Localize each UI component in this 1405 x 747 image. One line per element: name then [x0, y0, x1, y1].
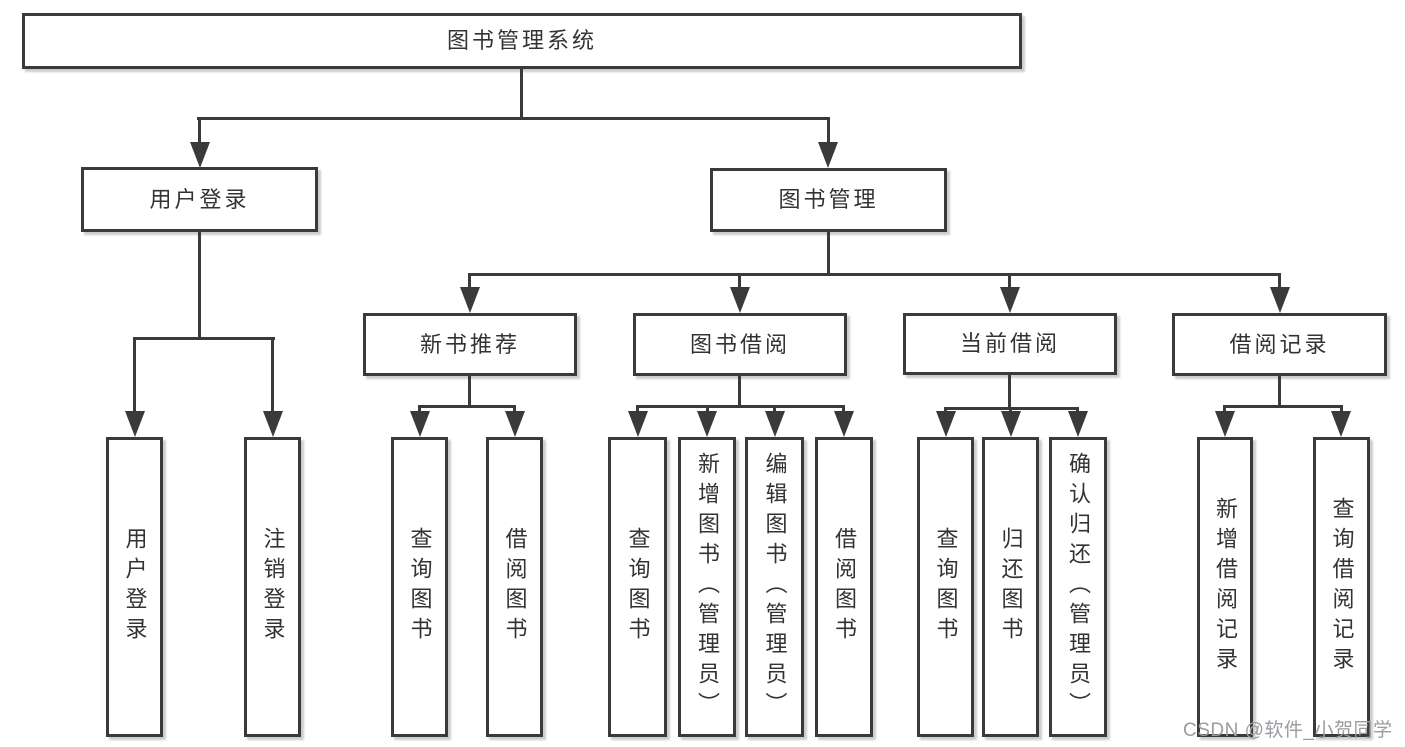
node-add-borrow-record: 新增借阅记录 — [1197, 437, 1253, 737]
arrow-down-icon — [410, 411, 430, 437]
connector-line — [842, 405, 845, 413]
connector-line — [1076, 407, 1079, 413]
connector-line — [1008, 375, 1011, 409]
arrow-down-icon — [730, 287, 750, 313]
arrow-down-icon — [1068, 411, 1088, 437]
connector-line — [1278, 273, 1281, 289]
connector-line — [418, 405, 516, 408]
arrow-down-icon — [834, 411, 854, 437]
node-user-login: 用户登录 — [81, 167, 318, 232]
connector-line — [773, 405, 776, 413]
connector-line — [636, 405, 639, 413]
node-current-borrowing: 当前借阅 — [903, 313, 1117, 375]
node-borrow-books: 借阅图书 — [815, 437, 873, 737]
arrow-down-icon — [460, 287, 480, 313]
node-label: 借阅图书 — [832, 527, 857, 647]
node-label: 借阅记录 — [1229, 331, 1330, 357]
connector-line — [944, 407, 947, 413]
node-label: 新增借阅记录 — [1213, 497, 1238, 677]
connector-line — [468, 376, 471, 407]
node-query-books-current: 查询图书 — [917, 437, 974, 737]
node-label: 用户登录 — [149, 186, 250, 212]
arrow-down-icon — [1000, 287, 1020, 313]
node-query-borrow-record: 查询借阅记录 — [1313, 437, 1370, 737]
node-label: 当前借阅 — [959, 331, 1060, 356]
connector-line — [827, 232, 830, 275]
node-return-books: 归还图书 — [982, 437, 1039, 737]
connector-line — [1009, 407, 1012, 413]
node-label: 查询图书 — [933, 527, 959, 647]
connector-line — [636, 405, 845, 408]
connector-line — [197, 117, 829, 120]
arrow-down-icon — [263, 411, 283, 437]
connector-line — [738, 376, 741, 407]
node-query-books-recommend: 查询图书 — [391, 437, 448, 737]
connector-line — [827, 117, 830, 145]
node-label: 确认归还（管理员） — [1066, 452, 1091, 722]
node-label: 新增图书（管理员） — [695, 452, 720, 722]
node-label: 图书管理 — [778, 187, 879, 212]
arrow-down-icon — [765, 411, 785, 437]
arrow-down-icon — [1331, 411, 1351, 437]
arrow-down-icon — [818, 142, 838, 168]
connector-line — [1340, 405, 1343, 413]
node-logout: 注销登录 — [244, 437, 301, 737]
arrow-down-icon — [125, 411, 145, 437]
arrow-down-icon — [628, 411, 648, 437]
node-label: 查询图书 — [625, 527, 651, 647]
node-library-system: 图书管理系统 — [22, 13, 1022, 69]
arrow-down-icon — [190, 142, 210, 168]
connector-line — [198, 232, 201, 339]
node-borrowing-records: 借阅记录 — [1172, 313, 1387, 376]
node-borrow-books-recommend: 借阅图书 — [486, 437, 543, 737]
node-label: 查询借阅记录 — [1329, 497, 1355, 677]
node-edit-books-admin: 编辑图书（管理员） — [745, 437, 804, 737]
node-add-books-admin: 新增图书（管理员） — [678, 437, 736, 737]
node-book-management: 图书管理 — [710, 168, 947, 232]
arrow-down-icon — [1215, 411, 1235, 437]
node-label: 图书借阅 — [689, 331, 790, 357]
node-user-login-action: 用户登录 — [106, 437, 163, 737]
connector-line — [738, 273, 741, 289]
node-label: 借阅图书 — [502, 527, 528, 647]
connector-line — [1278, 376, 1281, 407]
node-label: 新书推荐 — [419, 331, 520, 357]
connector-line — [706, 405, 709, 413]
connector-line — [468, 273, 471, 289]
connector-line — [133, 337, 136, 414]
arrow-down-icon — [505, 411, 525, 437]
node-query-books-borrowing: 查询图书 — [608, 437, 667, 737]
arrow-down-icon — [1001, 411, 1021, 437]
connector-line — [418, 405, 421, 413]
node-label: 编辑图书（管理员） — [762, 452, 788, 722]
connector-line — [468, 273, 1281, 276]
connector-line — [1223, 405, 1226, 413]
connector-line — [520, 69, 523, 119]
node-label: 归还图书 — [998, 527, 1024, 647]
node-confirm-return-admin: 确认归还（管理员） — [1049, 437, 1107, 737]
connector-line — [1008, 273, 1011, 289]
connector-line — [1223, 405, 1343, 408]
connector-line — [198, 117, 201, 145]
node-label: 注销登录 — [260, 527, 286, 647]
node-new-book-recommend: 新书推荐 — [363, 313, 577, 376]
arrow-down-icon — [1270, 287, 1290, 313]
connector-line — [133, 337, 275, 340]
arrow-down-icon — [697, 411, 717, 437]
node-label: 用户登录 — [122, 527, 148, 647]
connector-line — [513, 405, 516, 413]
node-label: 查询图书 — [407, 527, 433, 647]
node-label: 图书管理系统 — [446, 28, 597, 53]
watermark: CSDN @软件_小贺同学 — [1183, 720, 1393, 741]
node-book-borrowing: 图书借阅 — [633, 313, 847, 376]
connector-line — [271, 337, 274, 414]
arrow-down-icon — [936, 411, 956, 437]
